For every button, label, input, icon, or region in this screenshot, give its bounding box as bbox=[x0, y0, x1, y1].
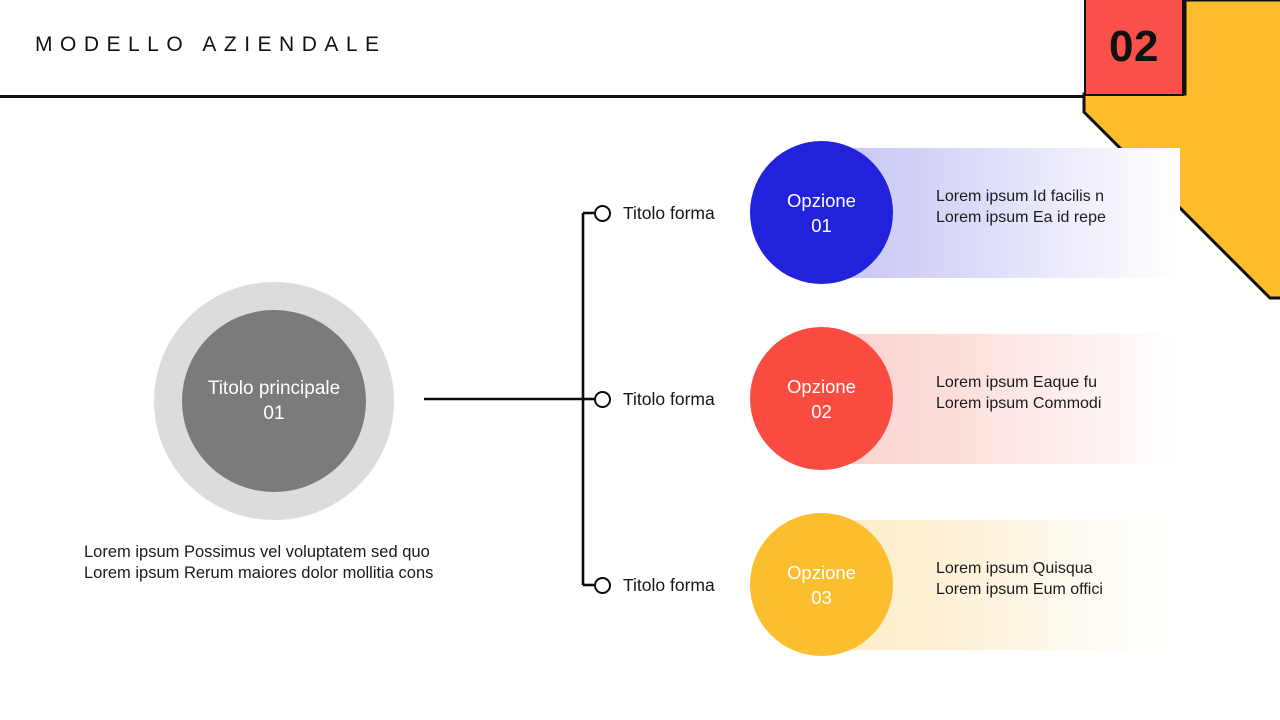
branch-label-2: Titolo forma bbox=[623, 388, 715, 409]
option-row-1[interactable]: Opzione 01 Lorem ipsum Id facilis n Lore… bbox=[750, 141, 1180, 284]
option-label-2: Opzione 02 bbox=[787, 375, 856, 422]
branch-dot-icon bbox=[594, 204, 611, 222]
option-circle-3[interactable]: Opzione 03 bbox=[750, 513, 893, 656]
main-node-caption: Lorem ipsum Possimus vel voluptatem sed … bbox=[84, 543, 434, 582]
main-node-label: Titolo principale 01 bbox=[207, 378, 341, 424]
main-node-inner-circle: Titolo principale 01 bbox=[182, 310, 366, 492]
branch-node-2[interactable]: Titolo forma bbox=[594, 384, 715, 414]
branch-node-1[interactable]: Titolo forma bbox=[594, 198, 715, 228]
branch-dot-icon bbox=[594, 390, 611, 408]
option-row-2[interactable]: Opzione 02 Lorem ipsum Eaque fu Lorem ip… bbox=[750, 327, 1180, 470]
header-divider bbox=[0, 95, 1090, 98]
option-row-3[interactable]: Opzione 03 Lorem ipsum Quisqua Lorem ips… bbox=[750, 513, 1180, 656]
option-label-3: Opzione 03 bbox=[787, 561, 856, 608]
option-body-3: Lorem ipsum Quisqua Lorem ipsum Eum offi… bbox=[936, 560, 1103, 598]
option-circle-1[interactable]: Opzione 01 bbox=[750, 141, 893, 284]
main-node[interactable]: Titolo principale 01 bbox=[154, 282, 394, 520]
branch-label-3: Titolo forma bbox=[623, 574, 715, 595]
branch-dot-icon bbox=[594, 576, 611, 594]
page-title: MODELLO AZIENDALE bbox=[35, 33, 387, 56]
option-circle-2[interactable]: Opzione 02 bbox=[750, 327, 893, 470]
option-body-2: Lorem ipsum Eaque fu Lorem ipsum Commodi bbox=[936, 374, 1102, 412]
option-label-1: Opzione 01 bbox=[787, 189, 856, 236]
section-number-text: 02 bbox=[1109, 22, 1159, 71]
branch-node-3[interactable]: Titolo forma bbox=[594, 570, 715, 600]
branch-label-1: Titolo forma bbox=[623, 202, 715, 223]
section-number-badge: 02 bbox=[1084, 0, 1184, 96]
option-body-1: Lorem ipsum Id facilis n Lorem ipsum Ea … bbox=[936, 188, 1106, 226]
